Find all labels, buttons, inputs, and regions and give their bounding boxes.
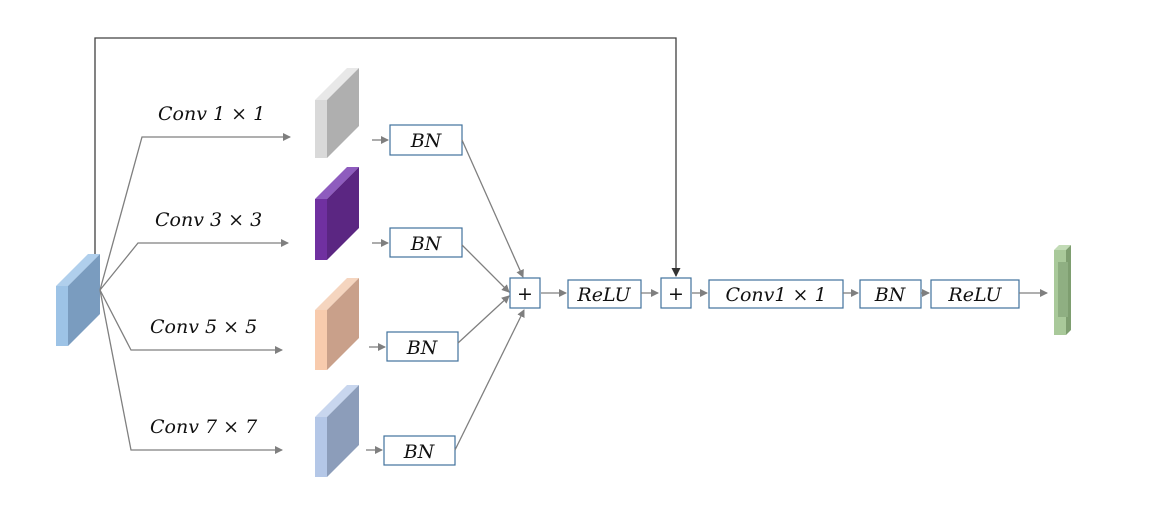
feature-map-4-side (327, 385, 359, 477)
input-block-top (56, 254, 100, 286)
feature-map-3 (315, 278, 359, 370)
input-block-front (56, 286, 68, 346)
output-block-inner (1058, 262, 1068, 317)
branch-line-5 (99, 289, 283, 354)
bn3-to-add (457, 295, 510, 344)
conv7x7-label: Conv 7 × 7 (150, 416, 258, 438)
feature-map-3-front (315, 310, 327, 370)
add-symbol-2: + (668, 283, 684, 305)
bn-label-4: BN (403, 441, 436, 463)
feature-map-1-top (315, 68, 359, 100)
branch-line-7 (99, 289, 283, 454)
conv5x5-label: Conv 5 × 5 (150, 316, 257, 338)
bn-box-main (859, 279, 922, 309)
feature-map-2 (315, 167, 359, 260)
conv3x3-label: Conv 3 × 3 (155, 209, 262, 231)
branch-line-3 (99, 239, 289, 291)
branch-line-1 (99, 133, 291, 291)
bn2-to-add (461, 244, 510, 293)
feature-map-4 (315, 385, 359, 477)
add-symbol-1: + (517, 283, 533, 305)
input-feature-map (56, 254, 100, 346)
bn-box-1 (389, 124, 463, 156)
feature-map-3-top (315, 278, 359, 310)
add-node-2 (660, 277, 692, 309)
feature-map-2-side (327, 167, 359, 260)
bn-box-3 (386, 331, 459, 362)
feature-map-4-top (315, 385, 359, 417)
bn-box-2 (389, 227, 463, 258)
feature-map-1 (315, 68, 359, 158)
feature-map-4-front (315, 417, 327, 477)
conv1x1-box (708, 279, 844, 309)
feature-map-2-top (315, 167, 359, 199)
bn-box-4 (383, 435, 456, 466)
output-feature-map (1054, 245, 1071, 335)
bn4-to-add (454, 309, 525, 451)
feature-map-2-front (315, 199, 327, 260)
bn-label-3: BN (406, 337, 439, 359)
relu-label-1: ReLU (576, 284, 631, 306)
bn-main-label: BN (874, 284, 907, 306)
feature-map-1-side (327, 68, 359, 158)
bn1-to-add (461, 139, 524, 278)
relu-label-2: ReLU (947, 284, 1002, 306)
feature-map-1-front (315, 100, 327, 158)
bn-label-1: BN (410, 130, 443, 152)
skip-connection (94, 37, 681, 277)
conv1x1-main-label: Conv1 × 1 (725, 284, 826, 306)
output-block-top (1054, 245, 1071, 250)
add-node-1 (509, 277, 541, 309)
conv1x1-label: Conv 1 × 1 (158, 103, 265, 125)
input-block-side (68, 254, 100, 346)
relu-box-1 (567, 279, 642, 309)
bn-label-2: BN (410, 233, 443, 255)
relu-box-2 (930, 279, 1020, 309)
feature-map-3-side (327, 278, 359, 370)
